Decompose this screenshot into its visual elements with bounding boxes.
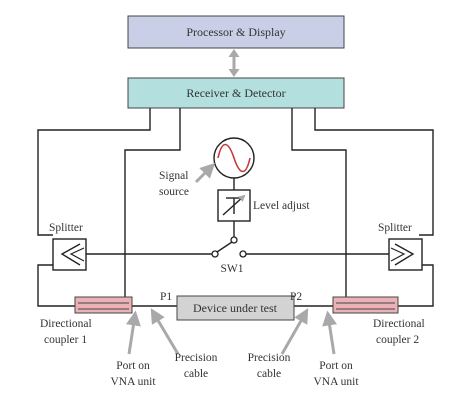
coupler-2-label-line2: coupler 2 <box>376 334 419 346</box>
receiver-detector-label: Receiver & Detector <box>186 86 285 100</box>
level-adjust-label: Level adjust <box>253 200 310 212</box>
level-adjust-attenuator <box>217 189 251 222</box>
coupler-1-label-line1: Directional <box>40 318 92 330</box>
processor-display-label: Processor & Display <box>186 25 285 39</box>
port-p1-label: P1 <box>160 291 172 303</box>
port-p2-label: P2 <box>290 291 302 303</box>
directional-coupler-2 <box>332 296 399 314</box>
splitter-left-label: Splitter <box>49 222 83 234</box>
dut-label: Device under test <box>193 301 278 315</box>
cable-left-label-line1: Precision <box>175 352 218 364</box>
signal-wiring <box>37 108 434 307</box>
signal-source-pointer-arrow <box>194 162 216 184</box>
sw1-label: SW1 <box>221 263 244 275</box>
receiver-detector-block: Receiver & Detector <box>127 77 345 109</box>
cable-left-label-line2: cable <box>184 368 208 380</box>
splitter-right <box>388 238 423 271</box>
data-link-arrow <box>228 49 240 77</box>
directional-coupler-1 <box>74 296 133 314</box>
coupler-1-label-line2: coupler 1 <box>44 334 87 346</box>
signal-source <box>213 137 255 179</box>
cable-right-pointer-arrow <box>280 308 309 355</box>
sw1-switch <box>211 236 247 258</box>
port-left-label-line2: VNA unit <box>110 376 156 388</box>
splitter-right-label: Splitter <box>378 222 412 234</box>
device-under-test: Device under test <box>176 295 295 321</box>
processor-display-block: Processor & Display <box>127 15 345 49</box>
port-right-label-line2: VNA unit <box>313 376 359 388</box>
port-left-pointer-arrow <box>125 310 141 355</box>
signal-source-label-line2: source <box>159 186 189 198</box>
coupler-2-label-line1: Directional <box>373 318 425 330</box>
port-right-label-line1: Port on <box>319 360 353 372</box>
cable-right-label-line2: cable <box>257 368 281 380</box>
port-left-label-line1: Port on <box>116 360 150 372</box>
splitter-left <box>52 238 87 271</box>
sine-wave-icon <box>217 143 251 173</box>
signal-source-label-line1: Signal <box>159 170 188 182</box>
cable-right-label-line1: Precision <box>248 352 291 364</box>
cable-left-pointer-arrow <box>150 308 180 355</box>
port-right-pointer-arrow <box>322 310 338 355</box>
